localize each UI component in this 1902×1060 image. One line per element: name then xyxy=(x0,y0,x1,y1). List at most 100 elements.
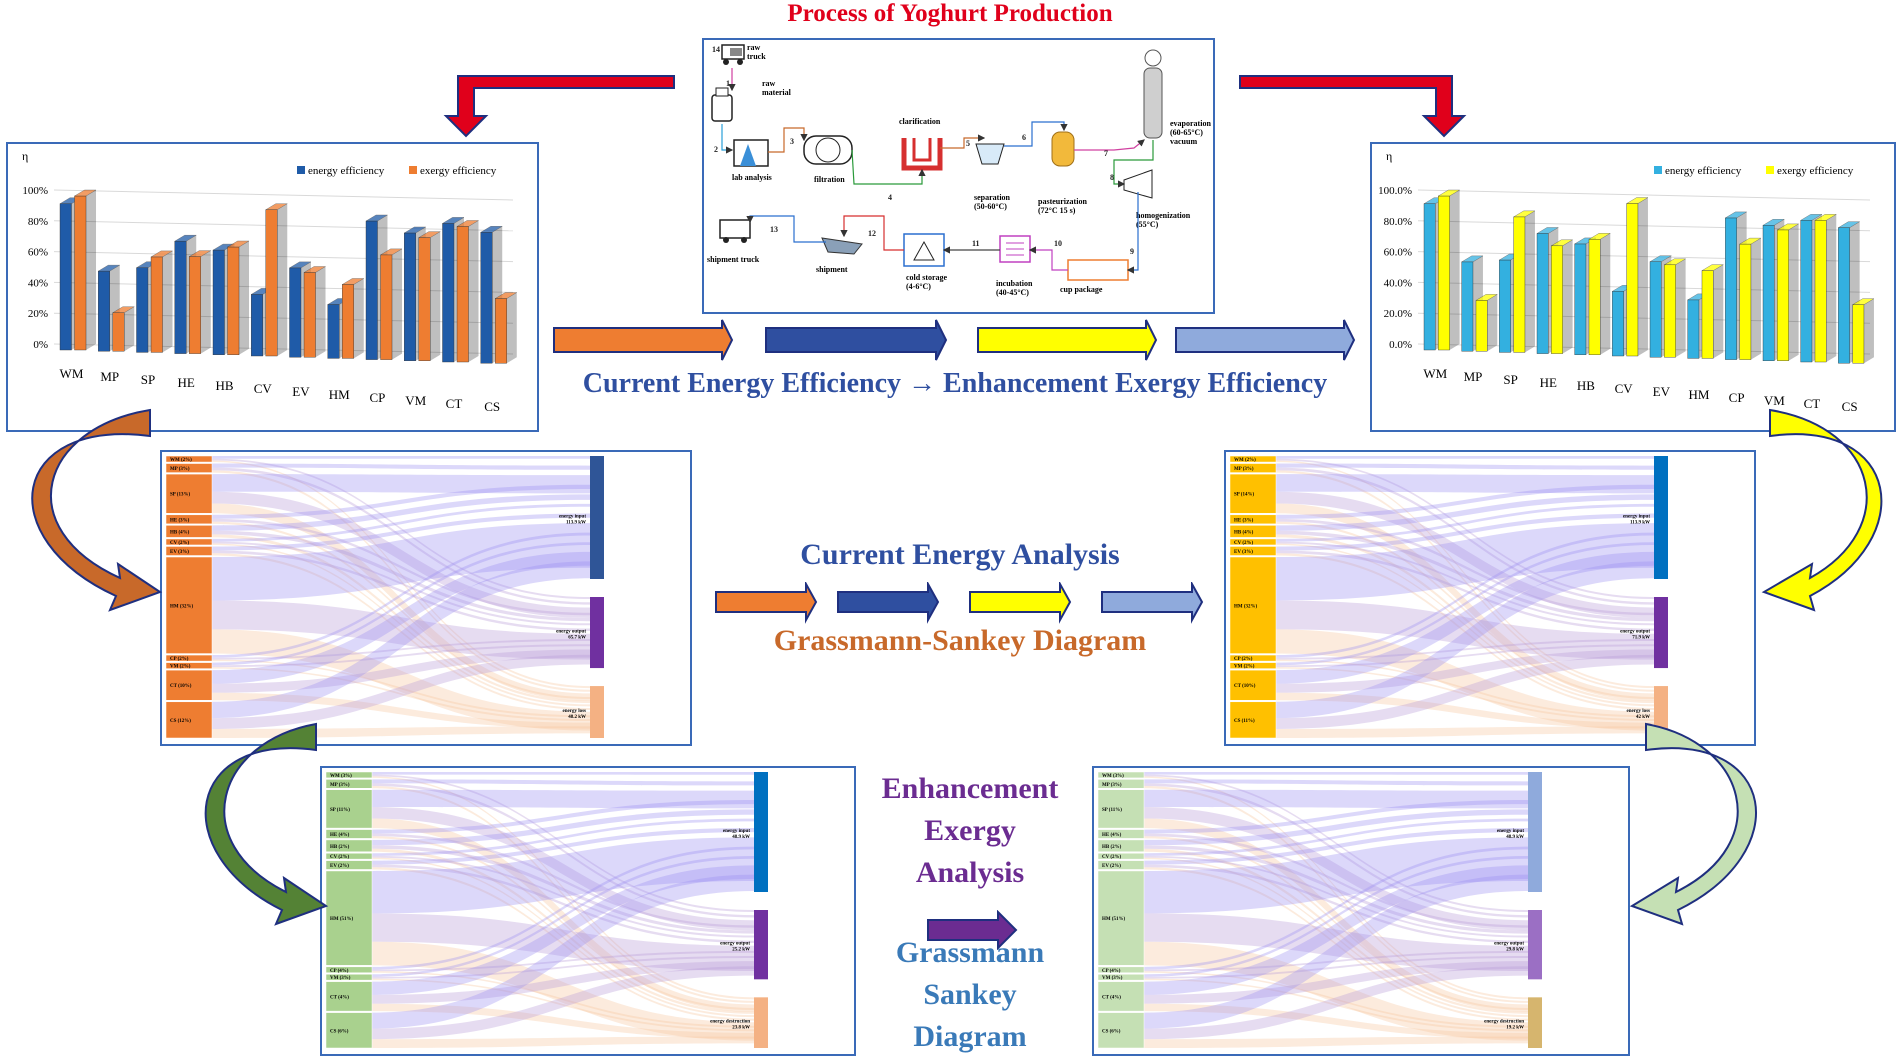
sankey-flow xyxy=(1144,848,1528,1014)
gridline xyxy=(53,251,514,263)
sankey-flow xyxy=(1144,867,1528,1021)
sankey-node xyxy=(325,839,373,852)
sankey-node-label: VM (3%) xyxy=(1102,976,1123,981)
sankey-node xyxy=(1097,860,1145,870)
bar xyxy=(1625,197,1649,357)
sankey-flow xyxy=(372,1036,754,1048)
sankey-flow xyxy=(1276,521,1654,700)
sankey-target-bar xyxy=(1528,772,1542,892)
sankey-node xyxy=(1097,973,1145,981)
x-tick-label: CP xyxy=(370,390,386,405)
sankey-node-label: SP (13%) xyxy=(170,493,190,498)
sankey-flow xyxy=(372,913,754,971)
step-number: 6 xyxy=(1022,133,1026,142)
x-tick-label: HM xyxy=(1688,387,1709,402)
evaporator-icon xyxy=(1143,49,1163,139)
sankey-flow xyxy=(1276,654,1654,729)
sankey-flow xyxy=(1144,809,1528,846)
sankey-panel-enhanced-exergy: WM (3%)MP (3%)SP (11%)HE (4%)HB (2%)CV (… xyxy=(1092,766,1630,1056)
sankey-flow xyxy=(212,467,590,605)
cold-storage-label: cold storage(4-6°C) xyxy=(906,273,948,291)
sankey-flow xyxy=(372,848,754,1014)
sankey-node xyxy=(1097,852,1145,860)
sankey-flow xyxy=(1144,956,1528,979)
sankey-node xyxy=(1229,514,1277,525)
sankey-node-label: CS (6%) xyxy=(1102,1029,1121,1034)
sankey-flow xyxy=(1276,639,1654,660)
sankey-node xyxy=(1229,525,1277,538)
sankey-node-label: HE (4%) xyxy=(330,833,350,838)
x-tick-label: CS xyxy=(1842,399,1858,414)
sankey-node-label: CP (4%) xyxy=(1102,969,1121,974)
bar xyxy=(1550,239,1574,354)
sankey-target-bar xyxy=(1654,686,1668,738)
sankey-flow xyxy=(212,543,590,707)
y-tick-label: 80% xyxy=(28,216,48,228)
sankey-flow xyxy=(212,463,590,470)
ship-icon xyxy=(821,237,863,255)
sankey-flow xyxy=(212,541,590,626)
efficiency-caption: Current Energy Efficiency → Enhancement … xyxy=(582,368,1328,399)
bar xyxy=(226,240,250,356)
sankey-node-label: SP (11%) xyxy=(330,808,350,813)
sankey-node-label: CS (6%) xyxy=(330,1029,349,1034)
sankey-node xyxy=(1229,455,1277,463)
sankey-target-bar xyxy=(1654,597,1668,669)
homogenization-label: homogenization(55°C) xyxy=(1136,211,1191,229)
sankey-node xyxy=(1097,966,1145,973)
x-tick-label: EV xyxy=(1653,384,1671,399)
incubator-icon xyxy=(999,235,1031,263)
sankey-node xyxy=(325,852,373,860)
separation-label: separation(50-60°C) xyxy=(974,193,1011,211)
sankey-flow xyxy=(1276,532,1654,658)
sankey-node xyxy=(1097,779,1145,789)
step-number: 13 xyxy=(770,225,778,234)
page-title: Process of Yoghurt Production xyxy=(787,0,1113,27)
sankey-flow xyxy=(1144,789,1528,809)
gridline xyxy=(53,343,514,355)
sankey-node xyxy=(1097,981,1145,1012)
bar xyxy=(1475,294,1499,352)
sankey-node-label: HE (3%) xyxy=(170,518,190,523)
sankey-flow xyxy=(1144,1036,1528,1048)
sankey-node xyxy=(1229,701,1277,739)
sankey-node-label: HE (4%) xyxy=(1102,833,1122,838)
sankey-node-label: SP (11%) xyxy=(1102,808,1122,813)
gridline xyxy=(1417,343,1871,355)
gs-stacked-caption-line1: Grassmann xyxy=(895,936,1045,969)
sankey-flow xyxy=(372,772,754,775)
step-number: 12 xyxy=(868,229,876,238)
gridline xyxy=(1417,251,1871,263)
sankey-node-label: HB (2%) xyxy=(1102,845,1122,850)
sankey-node xyxy=(1097,1012,1145,1049)
sankey-node xyxy=(165,514,213,525)
sankey-flow xyxy=(1276,518,1654,616)
y-tick-label: 0.0% xyxy=(1389,339,1412,351)
x-tick-label: CT xyxy=(446,396,463,411)
gridline xyxy=(53,281,514,293)
sankey-flow xyxy=(372,789,754,809)
sankey-node xyxy=(325,860,373,870)
sankey-flow xyxy=(212,470,590,692)
evaporation-label: evaporation(60-65°C)vacuum xyxy=(1170,119,1211,146)
sankey-target-bar xyxy=(1654,456,1668,579)
sankey-node-label: HB (4%) xyxy=(1234,530,1254,535)
sankey-flow xyxy=(1276,649,1654,693)
lab-analysis-label: lab analysis xyxy=(732,173,772,182)
sankey-flow xyxy=(212,532,590,658)
sankey-flows xyxy=(212,456,590,738)
sankey-node xyxy=(325,966,373,973)
y-tick-label: 20.0% xyxy=(1384,308,1412,320)
sankey-flow xyxy=(1144,874,1528,1029)
incubation-label: incubation(40-45°C) xyxy=(996,279,1033,297)
sankey-flow xyxy=(1144,961,1528,1004)
step-number: 10 xyxy=(1054,239,1062,248)
sankey-node xyxy=(165,701,213,739)
bar xyxy=(494,292,518,364)
bar xyxy=(112,306,135,352)
x-tick-label: VM xyxy=(1764,393,1785,408)
